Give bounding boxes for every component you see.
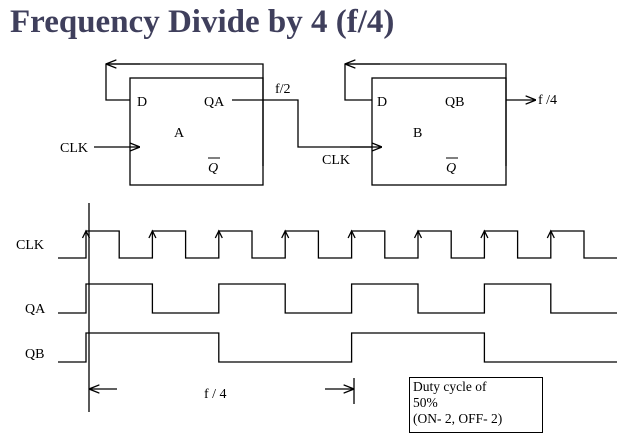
flipflop-b-q-label: QB: [445, 95, 464, 110]
period-label: f / 4: [204, 387, 227, 402]
clk-rising-edge-arrow: [148, 229, 157, 239]
clk-rising-edge-arrow: [546, 229, 555, 239]
flipflop-a-d-label: D: [137, 95, 147, 110]
duty-cycle-note: Duty cycle of 50% (ON- 2, OFF- 2): [409, 377, 543, 433]
flipflop-b-qbar-label: Q: [446, 161, 456, 176]
clk-rising-edge-arrow: [413, 229, 423, 239]
qa-to-clk-b-wire: [232, 99, 372, 148]
qa-waveform: [58, 283, 617, 314]
timing-label-clk: CLK: [16, 238, 44, 253]
clk-rising-edge-arrow: [347, 229, 356, 239]
duty-cycle-line3: (ON- 2, OFF- 2): [413, 411, 503, 426]
flipflop-b-feedback-wire: [344, 63, 507, 166]
flipflop-b-clk-label: CLK: [322, 153, 350, 168]
clk-waveform: [58, 230, 617, 259]
flipflop-b-box: [371, 77, 507, 186]
flipflop-a-box: [129, 77, 264, 186]
clk-input-label: CLK: [60, 141, 88, 156]
timing-label-qa: QA: [25, 302, 46, 317]
f4-output-label: f /4: [538, 93, 557, 108]
clk-rising-edge-arrow: [81, 229, 91, 239]
duty-cycle-line2: 50%: [413, 395, 438, 410]
clk-rising-edge-arrow: [281, 229, 290, 239]
clk-rising-edge-arrow: [480, 229, 489, 239]
flipflop-a-qbar-label: Q: [208, 161, 218, 176]
page-title: Frequency Divide by 4 (f/4): [10, 4, 395, 40]
duty-cycle-line1: Duty cycle of: [413, 379, 487, 394]
timing-label-qb: QB: [25, 347, 44, 362]
flipflop-a-name: A: [174, 126, 185, 141]
f2-label: f/2: [275, 82, 291, 97]
flipflop-b-name: B: [413, 126, 422, 141]
clk-rising-edge-arrow: [214, 229, 223, 239]
qb-waveform: [58, 332, 617, 363]
clk-rising-edge-arrows: [81, 229, 555, 239]
flipflop-b-d-label: D: [377, 95, 387, 110]
flipflop-a-q-label: QA: [204, 95, 225, 110]
